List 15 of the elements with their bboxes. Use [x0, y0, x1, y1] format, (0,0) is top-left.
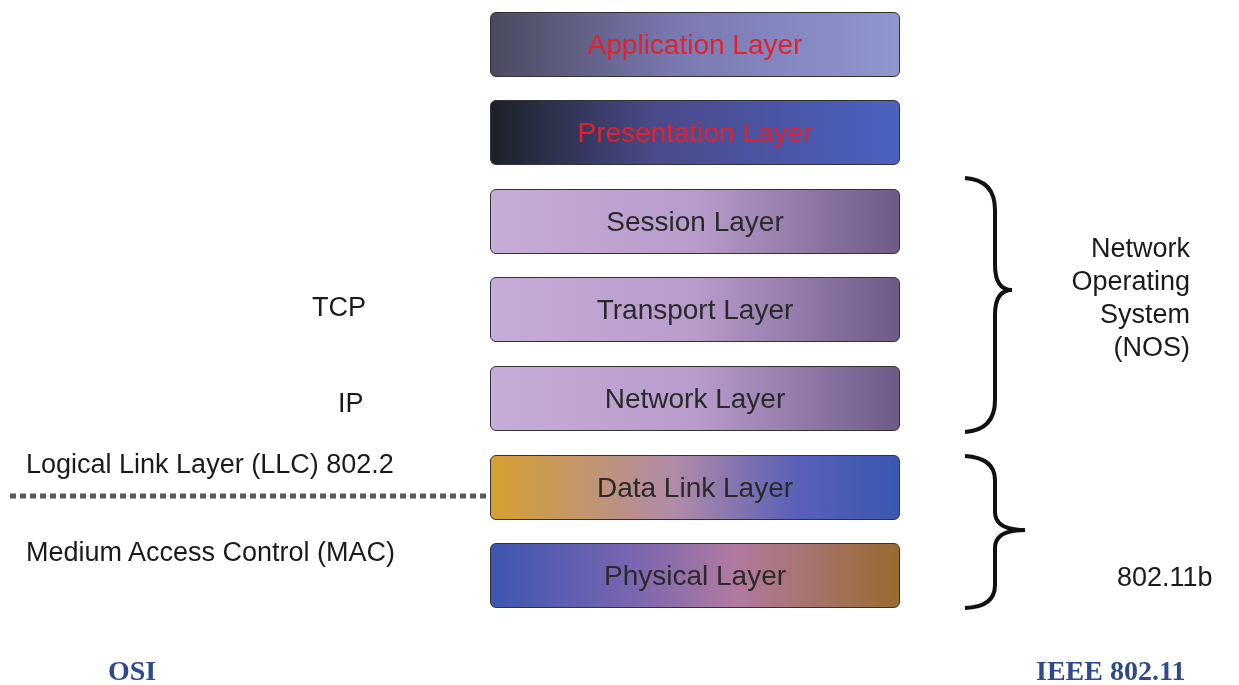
layer-box: Transport Layer	[490, 277, 900, 342]
layer-box: Network Layer	[490, 366, 900, 431]
layer-box: Application Layer	[490, 12, 900, 77]
layer-box: Physical Layer	[490, 543, 900, 608]
annotation-text: Network Operating System (NOS)	[1070, 232, 1190, 364]
sublayer-label: Medium Access Control (MAC)	[26, 536, 396, 569]
model-caption: IEEE 802.11	[1036, 654, 1186, 685]
sublayer-label: Logical Link Layer (LLC) 802.2	[26, 448, 394, 481]
protocol-label: TCP	[312, 291, 366, 324]
layer-box: Data Link Layer	[490, 455, 900, 520]
layer-box: Session Layer	[490, 189, 900, 254]
protocol-label: IP	[338, 387, 364, 420]
model-caption: OSI	[108, 654, 157, 685]
annotation-text: 802.11b	[1117, 561, 1213, 594]
layer-box: Presentation Layer	[490, 100, 900, 165]
